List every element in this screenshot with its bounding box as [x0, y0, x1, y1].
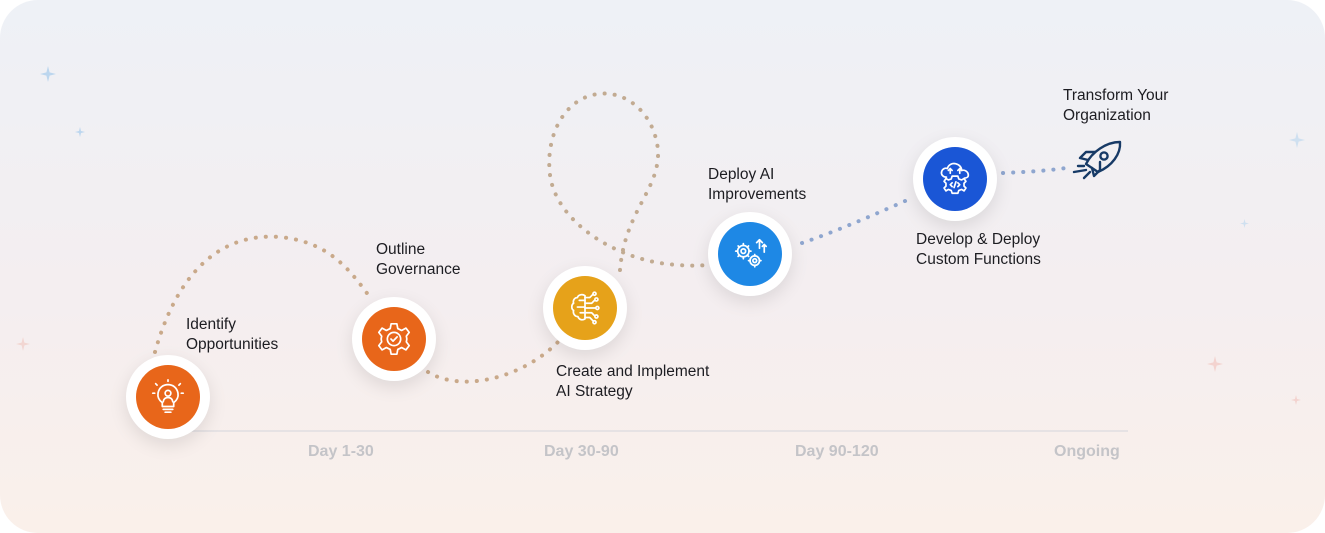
sparkle-icon — [1240, 219, 1249, 228]
path-segment-1 — [153, 234, 374, 354]
gears-arrows-icon — [734, 238, 768, 268]
step-node-custom — [913, 137, 997, 221]
path-segment-4 — [800, 196, 914, 245]
gear-check-icon — [377, 322, 411, 356]
timeline-label: Day 1-30 — [308, 443, 374, 460]
lightbulb-person-icon — [151, 379, 185, 414]
path-segment-3 — [547, 91, 710, 272]
path-segment-2 — [426, 340, 560, 384]
brain-circuit-icon — [570, 291, 600, 325]
sparkle-icon — [40, 66, 56, 82]
timeline-label: Day 30-90 — [544, 443, 619, 460]
step-label-governance: Outline Governance — [376, 241, 461, 278]
step-label-custom: Develop & Deploy Custom Functions — [916, 231, 1041, 268]
step-label-deploy: Deploy AI Improvements — [708, 166, 807, 203]
step-node-governance — [352, 297, 436, 381]
rocket-icon — [1072, 140, 1122, 180]
step-node-strategy — [543, 266, 627, 350]
sparkle-icon — [75, 127, 85, 137]
step-label-transform: Transform Your Organization — [1063, 87, 1169, 124]
path-segment-5 — [1001, 166, 1068, 175]
sparkle-icon — [1289, 132, 1305, 148]
sparkle-icon — [1291, 395, 1301, 405]
timeline-axis — [170, 430, 1128, 432]
step-label-identify: Identify Opportunities — [186, 316, 279, 353]
timeline-label: Ongoing — [1054, 443, 1120, 460]
step-node-deploy — [708, 212, 792, 296]
sparkle-icon — [1207, 356, 1223, 372]
step-node-identify — [126, 355, 210, 439]
timeline-label: Day 90-120 — [795, 443, 879, 460]
cloud-code-gear-icon — [940, 162, 970, 195]
sparkle-icon — [16, 337, 30, 351]
step-label-strategy: Create and Implement AI Strategy — [556, 363, 710, 400]
